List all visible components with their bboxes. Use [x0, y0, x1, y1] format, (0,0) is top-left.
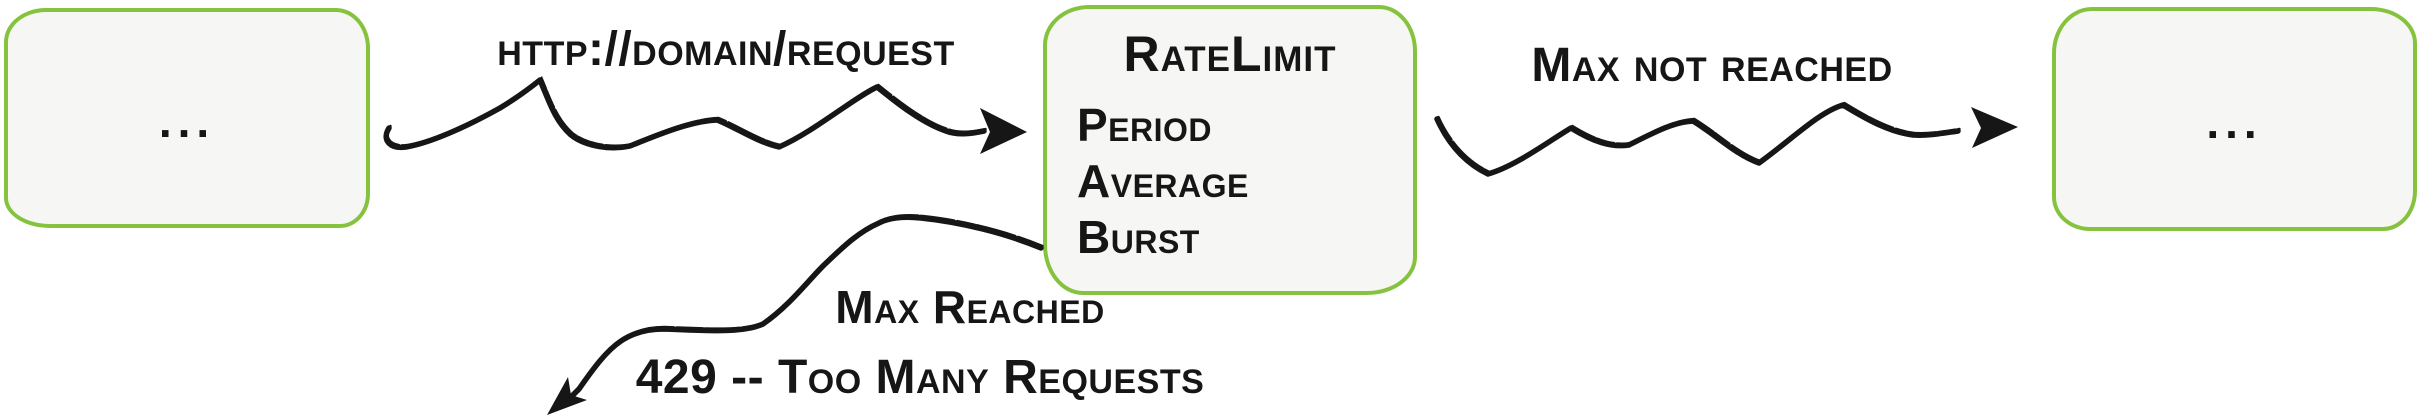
right-service-label: ...: [2206, 96, 2263, 148]
node-right-service: ...: [2052, 7, 2417, 231]
arrowhead-right-icon: [1971, 107, 2018, 148]
edge-label-429-too-many-requests: 429 -- Too Many Requests: [635, 351, 1205, 404]
edge-label-request: http://domain/request: [497, 23, 955, 76]
edge-max-not-reached-arrow: [1434, 101, 2018, 177]
arrowhead-right-icon: [980, 108, 1027, 154]
ratelimit-field-average: Average: [1077, 155, 1249, 207]
edge-label-max-reached: Max Reached: [835, 281, 1105, 333]
ratelimit-title: RateLimit: [1123, 26, 1337, 82]
node-ratelimit: RateLimit Period Average Burst: [1043, 5, 1417, 295]
edge-request-arrow: [383, 76, 1027, 154]
node-left-service: ...: [4, 8, 370, 228]
ratelimit-field-period: Period: [1077, 99, 1213, 151]
ratelimit-field-burst: Burst: [1077, 211, 1200, 263]
edge-label-max-not-reached: Max not reached: [1531, 39, 1893, 92]
ratelimit-fields: Period Average Burst: [1077, 97, 1249, 265]
left-service-label: ...: [158, 95, 216, 147]
